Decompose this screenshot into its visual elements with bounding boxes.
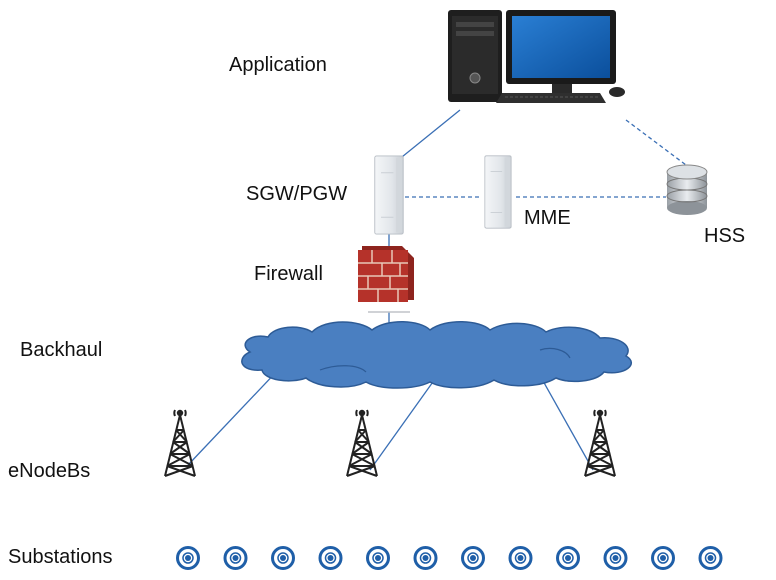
- enodebs-label: eNodeBs: [8, 460, 91, 482]
- hss-label: HSS: [704, 225, 746, 247]
- target-icon: [698, 546, 723, 570]
- mme-label: MME: [524, 207, 571, 229]
- connection-links: [187, 109, 687, 471]
- target-icon: [318, 546, 343, 570]
- target-icon: [651, 546, 675, 570]
- target-icon: [271, 546, 295, 570]
- target-icon: [413, 546, 438, 570]
- cell-tower-icon: [164, 409, 196, 477]
- target-icon: [366, 546, 390, 570]
- firewall-label: Firewall: [254, 263, 323, 285]
- target-icon: [176, 546, 200, 570]
- link-backhaul-enodeb-1: [187, 367, 281, 466]
- backhaul-label: Backhaul: [20, 339, 103, 361]
- cloud-icon: [241, 321, 633, 389]
- sgw-pgw-label: SGW/PGW: [246, 183, 348, 205]
- server-tower-icon: [374, 155, 404, 235]
- application-label: Application: [229, 54, 327, 76]
- server-tower-icon: [484, 155, 512, 229]
- link-backhaul-enodeb-3: [537, 371, 594, 471]
- target-icon: [556, 546, 580, 570]
- cell-tower-icon: [584, 409, 616, 477]
- target-icon: [461, 546, 485, 570]
- link-backhaul-enodeb-2: [369, 371, 441, 471]
- database-icon: [666, 164, 708, 215]
- target-icon: [508, 546, 533, 570]
- desktop-computer-icon: [448, 10, 625, 103]
- cell-tower-icon: [346, 409, 378, 477]
- substations-label: Substations: [8, 546, 113, 568]
- target-icon: [603, 546, 628, 570]
- link-application-hss: [625, 119, 687, 166]
- firewall-icon: [358, 246, 414, 313]
- substation-row: [176, 546, 723, 570]
- target-icon: [223, 546, 248, 570]
